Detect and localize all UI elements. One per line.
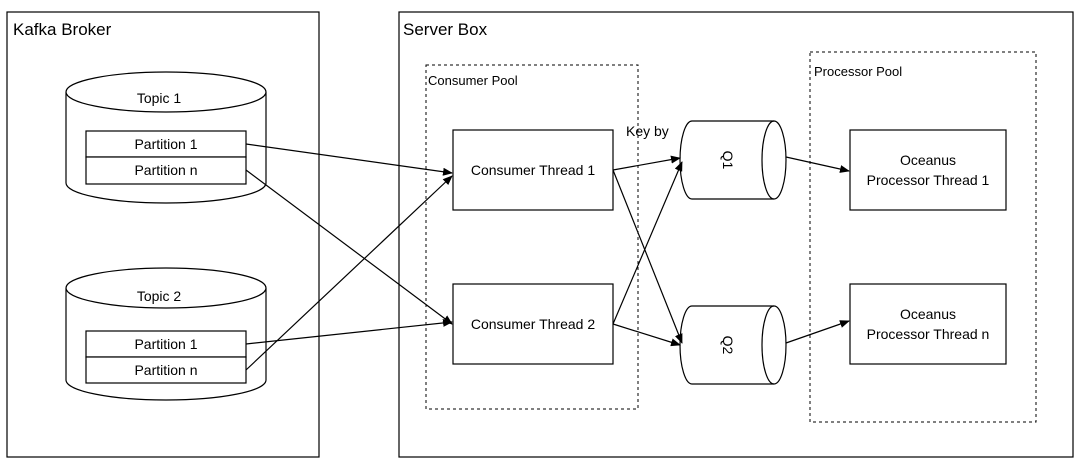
queue-q1-label: Q1 bbox=[720, 151, 736, 170]
edge-consumer-1-to-q2 bbox=[612, 169, 683, 344]
topic-1-label: Topic 1 bbox=[137, 90, 182, 106]
edge-t1pn-to-consumer-2 bbox=[245, 169, 453, 325]
kafka-broker-title: Kafka Broker bbox=[13, 20, 112, 39]
processor-thread-1-box bbox=[849, 129, 1007, 211]
topic-2-partition-n-label: Partition n bbox=[134, 362, 197, 378]
processor-thread-1-line2: Processor Thread 1 bbox=[867, 172, 990, 188]
queue-q2-label: Q2 bbox=[720, 336, 736, 355]
topic-2-label: Topic 2 bbox=[137, 288, 182, 304]
queue-q1-cylinder: Q1 bbox=[679, 120, 787, 200]
topic-1-partition-n-label: Partition n bbox=[134, 162, 197, 178]
processor-thread-1-line1: Oceanus bbox=[900, 152, 956, 168]
processor-thread-n-line1: Oceanus bbox=[900, 306, 956, 322]
consumer-thread-1-box bbox=[452, 129, 614, 211]
processor-pool-group: Processor Pool Oceanus Processor Thread … bbox=[809, 51, 1037, 423]
topic-1-cylinder: Topic 1 Partition 1 Partition n bbox=[65, 71, 267, 204]
topic-2-partition-n-box bbox=[85, 356, 247, 384]
consumer-thread-2-label: Consumer Thread 2 bbox=[471, 316, 595, 332]
edge-t1p1-to-consumer-1 bbox=[245, 143, 453, 176]
consumer-thread-2-box bbox=[452, 283, 614, 365]
edge-consumer-2-to-q1 bbox=[612, 161, 683, 325]
edge-t2pn-to-consumer-1 bbox=[245, 175, 453, 371]
edge-t2p1-to-consumer-2 bbox=[245, 318, 453, 345]
edges bbox=[245, 143, 850, 371]
server-box-title: Server Box bbox=[403, 20, 488, 39]
consumer-pool-group: Consumer Pool Consumer Thread 1 Consumer… bbox=[425, 64, 639, 410]
processor-pool-label: Processor Pool bbox=[814, 64, 902, 79]
processor-thread-n-box bbox=[849, 283, 1007, 365]
topic-2-cylinder: Topic 2 Partition 1 Partition n bbox=[65, 267, 267, 401]
key-by-label: Key by bbox=[626, 123, 669, 139]
topic-1-partition-1-label: Partition 1 bbox=[134, 136, 197, 152]
edge-consumer-2-to-q2 bbox=[612, 323, 681, 347]
consumer-pool-label: Consumer Pool bbox=[428, 73, 518, 88]
topic-2-partition-1-label: Partition 1 bbox=[134, 336, 197, 352]
consumer-thread-1-label: Consumer Thread 1 bbox=[471, 162, 595, 178]
queue-q2-cylinder: Q2 bbox=[679, 305, 787, 385]
edge-consumer-1-to-q1 bbox=[612, 155, 681, 171]
processor-thread-n-line2: Processor Thread n bbox=[867, 326, 990, 342]
topic-1-partition-n-box bbox=[85, 156, 247, 185]
edge-q1-to-processor-1 bbox=[785, 156, 850, 173]
edge-q2-to-processor-n bbox=[785, 320, 850, 344]
